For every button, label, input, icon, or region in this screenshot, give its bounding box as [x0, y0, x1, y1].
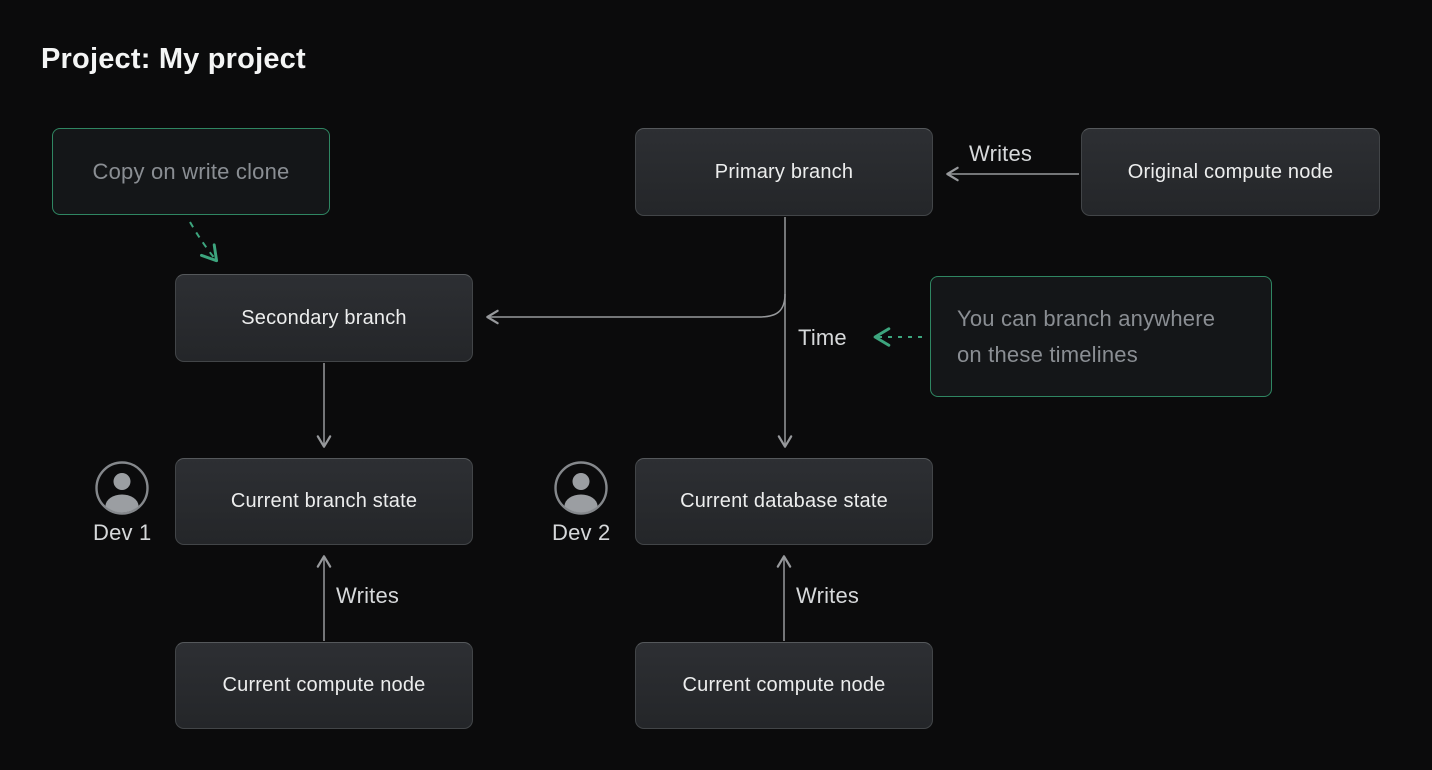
node-current-branch-state: Current branch state: [175, 458, 473, 545]
node-compute-left: Current compute node: [175, 642, 473, 729]
node-original-compute: Original compute node: [1081, 128, 1380, 216]
callout-branch-anywhere-line1: You can branch anywhere: [957, 305, 1216, 331]
node-compute-right: Current compute node: [635, 642, 933, 729]
callout-branch-anywhere: You can branch anywhere on these timelin…: [930, 276, 1272, 397]
callout-copy-on-write-label: Copy on write clone: [92, 158, 290, 184]
node-primary-branch-label: Primary branch: [714, 160, 854, 183]
node-original-compute-label: Original compute node: [1127, 160, 1334, 183]
node-current-database-state: Current database state: [635, 458, 933, 545]
node-secondary-branch-label: Secondary branch: [241, 306, 407, 329]
node-compute-left-label: Current compute node: [222, 674, 426, 696]
node-current-database-state-label: Current database state: [680, 490, 888, 512]
callout-copy-on-write: Copy on write clone: [52, 128, 330, 215]
callout-branch-anywhere-line2: on these timelines: [957, 341, 1138, 367]
dev2-avatar-icon: [554, 461, 608, 515]
clone-dashed-arrow: [189, 221, 219, 263]
dev1-label: Dev 1: [93, 520, 152, 545]
branch-arrow-timeline-to-secondary: [486, 293, 786, 325]
time-label: Time: [798, 325, 847, 350]
node-primary-branch: Primary branch: [635, 128, 933, 216]
node-secondary-branch: Secondary branch: [175, 274, 473, 362]
node-compute-right-label: Current compute node: [682, 674, 886, 696]
dev1-avatar-icon: [95, 461, 149, 515]
writes-label-right: Writes: [796, 583, 860, 608]
node-current-branch-state-label: Current branch state: [230, 490, 418, 512]
page-title: Project: My project: [41, 43, 306, 75]
writes-label-left: Writes: [336, 583, 400, 608]
writes-label-top: Writes: [969, 141, 1033, 166]
dev2-label: Dev 2: [552, 520, 611, 545]
